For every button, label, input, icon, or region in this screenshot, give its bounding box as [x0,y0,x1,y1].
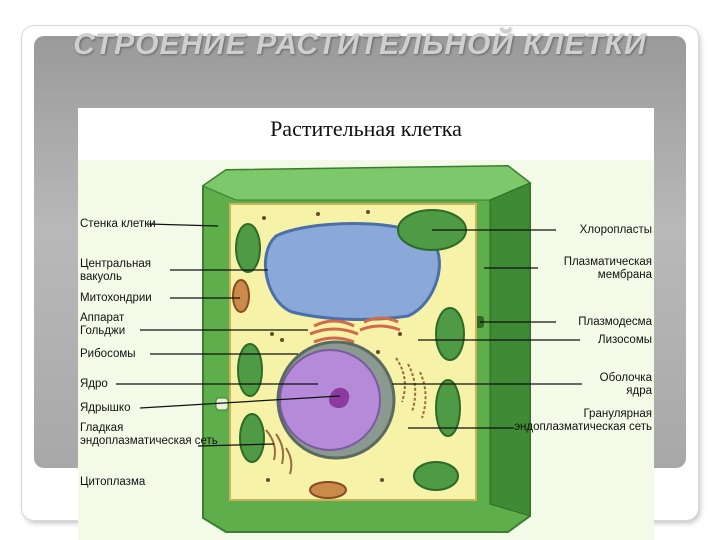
label-nuclear-envelope: Оболочка ядра [599,372,652,397]
label-central-vacuole: Центральная вакуоль [80,258,151,283]
label-lysosomes: Лизосомы [598,334,652,346]
label-plasma-membrane: Плазматическая мембрана [563,256,652,281]
nucleolus [329,387,350,409]
label-chloroplasts: Хлоропласты [579,224,652,236]
ribosomes [262,210,402,482]
mitochondrion-left [232,279,250,313]
chloroplast-left-lower [237,343,263,397]
label-cytoplasm: Цитоплазма [80,476,146,488]
label-nucleus: Ядро [80,378,108,390]
cell-wall-top-bevel [201,165,531,201]
leader-lines-right [392,229,582,429]
figure-title: Растительная клетка [270,116,462,141]
plant-cell-figure: Растительная клетка [78,108,654,540]
chloroplast-right-lower [435,379,461,437]
label-mitochondria: Митохондрии [80,292,152,304]
central-vacuole [263,222,441,321]
label-rough-er: Гранулярная эндоплазматическая сеть [514,408,652,433]
mitochondrion-bottom [309,481,347,499]
chloroplast-bottom-right [413,461,459,491]
label-nucleolus: Ядрышко [80,402,131,414]
rough-er [395,357,427,419]
label-golgi: Аппарат Гольджи [80,312,126,337]
leader-lines-left [116,223,341,447]
plant-cell-diagram [116,164,582,533]
slide-title: СТРОЕНИЕ РАСТИТЕЛЬНОЙ КЛЕТКИ [73,28,647,61]
label-cell-wall: Стенка клетки [80,218,156,230]
chloroplast-left-bottom [239,413,265,463]
cell-wall-right-bevel [489,182,531,517]
label-ribosomes: Рибосомы [80,348,136,360]
label-plasmodesma: Плазмодесма [578,316,652,328]
label-smooth-er: Гладкая эндоплазматическая сеть [80,422,218,447]
plasmodesma-pit-left [215,397,229,411]
golgi-apparatus [309,316,401,344]
figure-header: Растительная клетка [78,108,654,160]
chloroplast-left-top [235,223,261,273]
chloroplast-right-mid [435,307,465,361]
